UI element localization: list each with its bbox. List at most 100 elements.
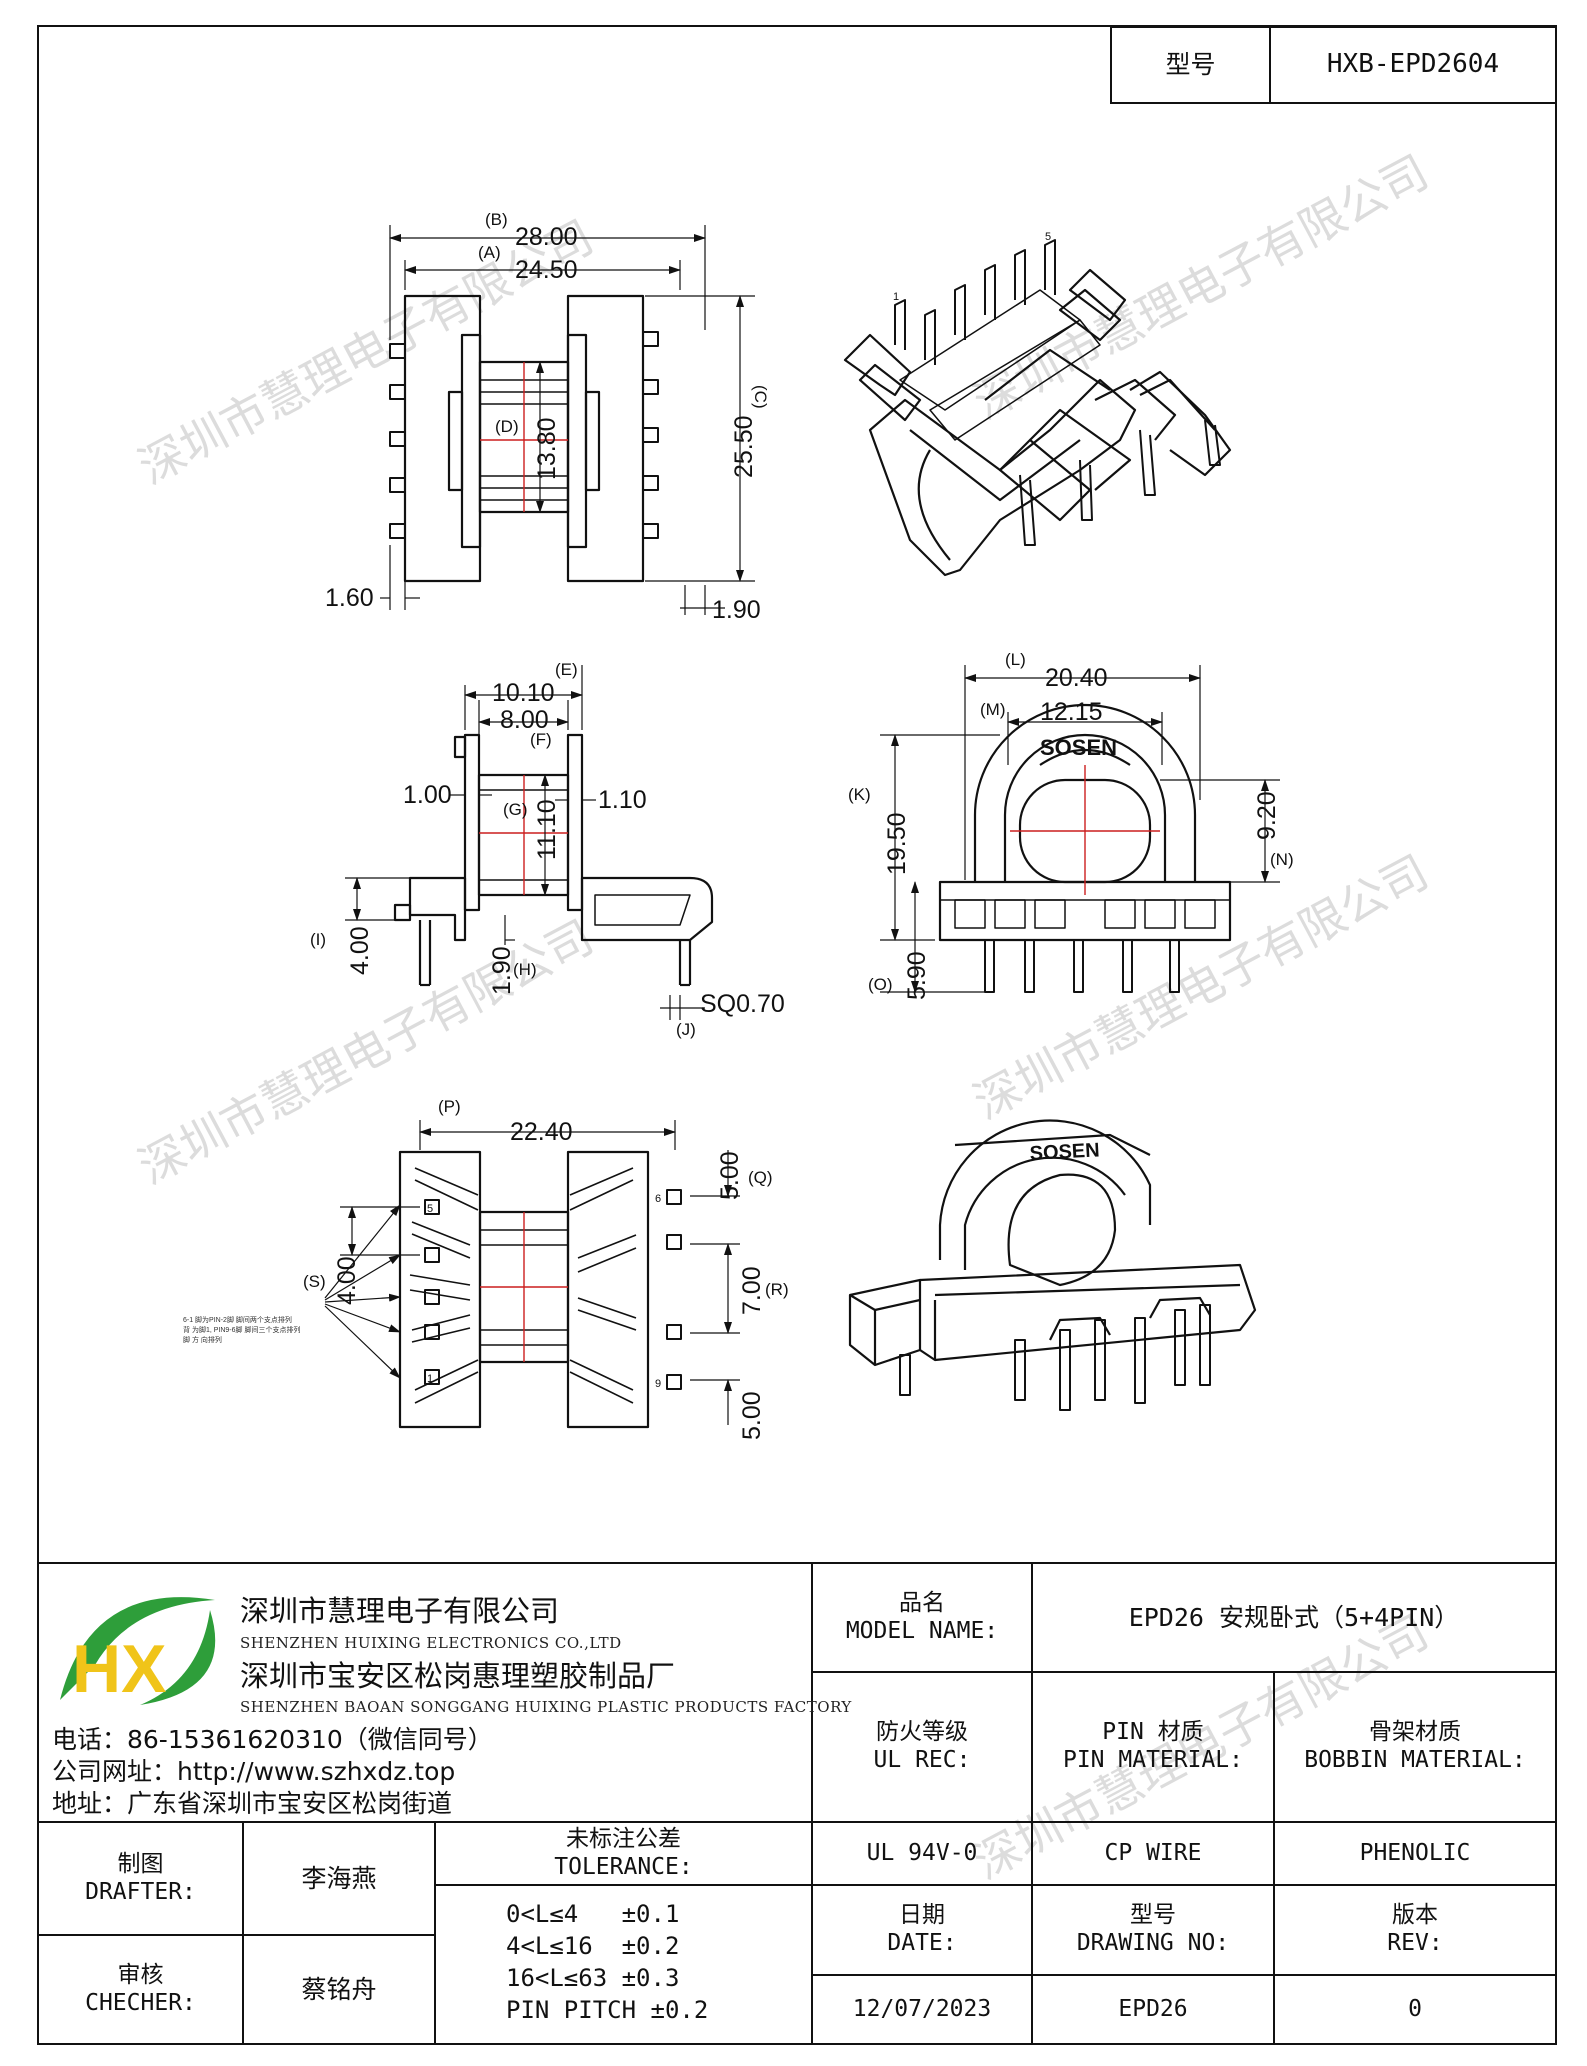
pin-material-header: PIN 材质 PIN MATERIAL: [1032, 1672, 1274, 1822]
tolerance-line-1: 0<L≤4 ±0.1 [506, 1900, 680, 1928]
drawing-no-cn: 型号 [1130, 1902, 1176, 1929]
bottom-note-2: 背 为脚1, PIN9-6脚 脚间三个支点排列 [183, 1325, 300, 1334]
ul-rec-en: UL REC: [873, 1747, 971, 1773]
dim-b-value: 28.00 [515, 223, 578, 251]
front-view [880, 665, 1280, 993]
dim-j-value: SQ0.70 [700, 990, 785, 1018]
dim-e-value: 10.10 [492, 679, 555, 707]
drawing-no-en: DRAWING NO: [1076, 1930, 1230, 1956]
date-header: 日期 DATE: [812, 1885, 1032, 1975]
dim-p-value: 22.40 [510, 1118, 573, 1146]
checker-cn: 审核 [117, 1961, 164, 1988]
type-label: 型号 [1165, 50, 1216, 79]
model-name-value: EPD26 安规卧式（5+4PIN） [1128, 1603, 1460, 1632]
rev-header: 版本 REV: [1274, 1885, 1556, 1975]
date-cn: 日期 [899, 1902, 945, 1929]
drafter-en: DRAFTER: [85, 1878, 196, 1905]
dim-g-label: (G) [503, 800, 528, 819]
tolerance-cn: 未标注公差 [566, 1825, 681, 1852]
tolerance-line-3: 16<L≤63 ±0.3 [506, 1964, 680, 1992]
bobbin-material-cn: 骨架材质 [1369, 1719, 1461, 1746]
model-name-en: MODEL NAME: [845, 1618, 999, 1644]
bobbin-material-en: BOBBIN MATERIAL: [1304, 1747, 1526, 1773]
dim-j-label: (J) [676, 1020, 696, 1039]
company-name-cn-2: 深圳市宝安区松岗惠理塑胶制品厂 [240, 1659, 676, 1693]
iso-view-bottom [848, 1119, 1257, 1411]
drafter-header: 制图 DRAFTER: [38, 1822, 243, 1935]
drafter-cn: 制图 [117, 1850, 164, 1877]
dim-right-value: 1.90 [712, 596, 761, 624]
rev-cn: 版本 [1392, 1902, 1438, 1929]
drawing-no-header: 型号 DRAWING NO: [1032, 1885, 1274, 1975]
dim-f-value: 8.00 [500, 706, 549, 734]
dim-o-value: 5.90 [903, 951, 931, 1000]
rev-en: REV: [1387, 1930, 1443, 1956]
company-name-en-1: SHENZHEN HUIXING ELECTRONICS CO.,LTD [240, 1634, 622, 1652]
pin-material-value: CP WIRE [1104, 1839, 1202, 1866]
iso-pin-5: 5 [1045, 231, 1051, 243]
tolerance-line-4: PIN PITCH ±0.2 [506, 1996, 709, 2024]
company-phone: 电话：86-15361620310（微信同号） [52, 1725, 493, 1754]
header-box [1110, 26, 1557, 104]
front-brand: SOSEN [1040, 735, 1117, 760]
dim-a-label: (A) [478, 243, 501, 262]
dim-l-label: (L) [1005, 650, 1026, 669]
watermark-1: 深圳市慧理电子有限公司 [130, 209, 602, 494]
dim-b-label: (B) [485, 210, 508, 229]
dim-m-value: 12.15 [1040, 698, 1103, 726]
date-value: 12/07/2023 [852, 1995, 992, 2022]
checker-value: 蔡铭舟 [301, 1974, 377, 2004]
dim-h-label: (H) [513, 960, 537, 979]
dim-p-label: (P) [438, 1097, 461, 1116]
rev-value: 0 [1408, 1995, 1422, 2022]
company-address: 地址：广东省深圳市宝安区松岗街道 [52, 1789, 453, 1818]
dim-s-value: 4.00 [333, 1256, 361, 1305]
outer-border [37, 25, 1557, 2045]
watermark-4: 深圳市慧理电子有限公司 [965, 844, 1437, 1129]
bottom-note-1: 6-1 脚为PIN-2脚 脚间两个支点排列 [183, 1315, 292, 1324]
bobbin-material-value: PHENOLIC [1359, 1839, 1471, 1866]
bottom-pin-9: 9 [655, 1378, 661, 1390]
tolerance-en: TOLERANCE: [554, 1853, 693, 1880]
dim-d-value: 13.80 [533, 417, 561, 480]
drawing-no-value: EPD26 [1118, 1995, 1188, 2022]
dim-h-value: 1.90 [488, 946, 516, 995]
logo-letters: HX [72, 1631, 166, 1707]
dim-wall-right: 1.10 [598, 786, 647, 814]
dim-n-label: (N) [1270, 850, 1294, 869]
company-name-cn-1: 深圳市慧理电子有限公司 [240, 1594, 560, 1628]
dim-wall-left: 1.00 [403, 781, 452, 809]
dim-o-label: (O) [868, 975, 893, 994]
dim-r-label: (R) [765, 1280, 789, 1299]
ul-rec-header: 防火等级 UL REC: [812, 1672, 1032, 1822]
drawing-labels: (B) 28.00 (A) 24.50 (D) 13.80 25.50 (C) … [183, 210, 1294, 1440]
dim-m-label: (M) [980, 700, 1005, 719]
type-value: HXB-EPD2604 [1326, 49, 1500, 80]
iso-brand: SOSEN [1029, 1139, 1100, 1165]
tolerance-header: 未标注公差 TOLERANCE: [435, 1822, 812, 1885]
dim-c-value: 25.50 [730, 415, 758, 478]
dim-e-label: (E) [555, 660, 578, 679]
date-en: DATE: [887, 1930, 957, 1956]
title-block-grid [38, 1562, 1556, 2044]
dim-n-value: 9.20 [1253, 791, 1281, 840]
dim-k-value: 19.50 [883, 812, 911, 875]
bottom-view [324, 1120, 740, 1429]
pin-material-en: PIN MATERIAL: [1062, 1747, 1243, 1773]
company-website: 公司网址：http://www.szhxdz.top [52, 1757, 456, 1786]
top-view [380, 225, 755, 615]
tolerance-line-2: 4<L≤16 ±0.2 [506, 1932, 680, 1960]
company-name-en-2: SHENZHEN BAOAN SONGGANG HUIXING PLASTIC … [240, 1698, 852, 1716]
dim-r-value: 7.00 [738, 1266, 766, 1315]
dim-q-value: 5.00 [716, 1151, 744, 1200]
ul-rec-cn: 防火等级 [876, 1719, 968, 1746]
checker-en: CHECHER: [85, 1989, 196, 2016]
bottom-note-3: 脚 方 向排列 [183, 1335, 222, 1344]
bobbin-material-header: 骨架材质 BOBBIN MATERIAL: [1274, 1672, 1556, 1822]
iso-pin-1: 1 [893, 291, 899, 303]
dim-i-label: (I) [310, 930, 326, 949]
model-name-cn: 品名 [899, 1590, 945, 1617]
dim-d-label: (D) [495, 417, 519, 436]
bottom-pin-6: 6 [655, 1193, 661, 1205]
dim-q-label: (Q) [748, 1168, 773, 1187]
